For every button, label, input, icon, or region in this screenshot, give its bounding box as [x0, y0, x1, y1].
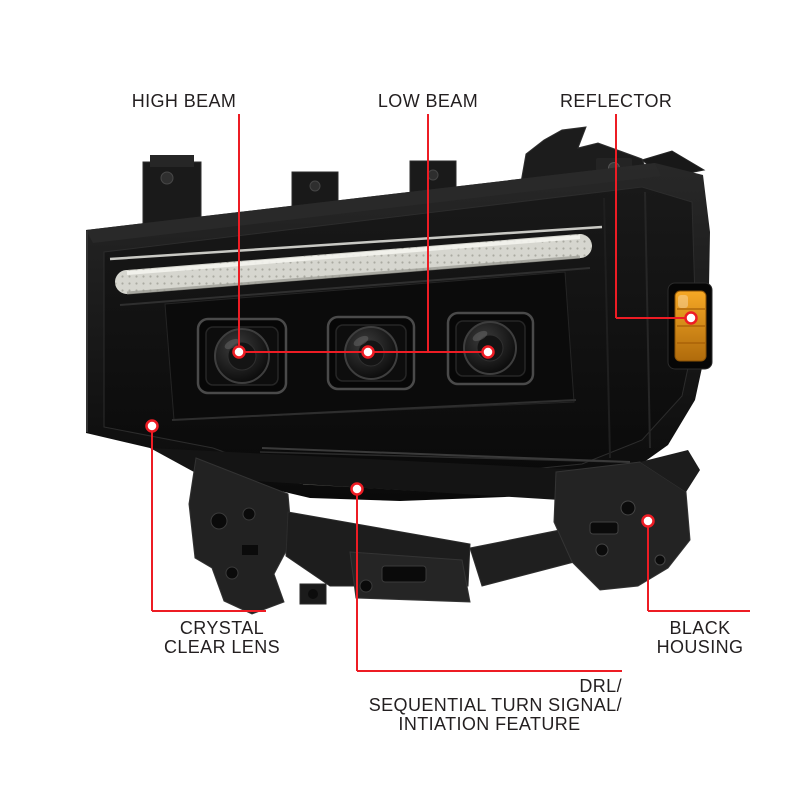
callout-text: REFLECTOR: [560, 91, 673, 111]
callout-text: CRYSTAL: [179, 618, 265, 638]
callout-text: HOUSING: [656, 637, 744, 657]
callout-label-high-beam: HIGH BEAM: [126, 92, 242, 111]
callout-text: DRL/: [579, 676, 622, 696]
callout-text: BLACK: [669, 618, 731, 638]
callout-target-dots: [145, 311, 698, 528]
callout-label-crystal-clear-lens: CRYSTAL CLEAR LENS: [162, 619, 282, 657]
callout-label-reflector: REFLECTOR: [560, 92, 672, 111]
callout-text: SEQUENTIAL TURN SIGNAL/: [368, 695, 622, 715]
housing-target-dot: [641, 514, 655, 528]
mounting-brackets: [150, 448, 700, 615]
callout-text: CLEAR LENS: [163, 637, 281, 657]
low-beam-target-dot-1: [361, 345, 375, 359]
drl-light-bar-top: [109, 225, 603, 306]
callout-leader-lines: [151, 114, 750, 672]
drl-target-dot: [350, 482, 364, 496]
callout-label-low-beam: LOW BEAM: [372, 92, 484, 111]
callout-text: HIGH BEAM: [131, 91, 237, 111]
low-beam-target-dot-2: [481, 345, 495, 359]
callout-label-drl-feature: DRL/ SEQUENTIAL TURN SIGNAL/ INTIATION F…: [357, 677, 622, 734]
high-beam-target-dot: [232, 345, 246, 359]
reflector-target-dot: [684, 311, 698, 325]
callout-text: LOW BEAM: [377, 91, 479, 111]
lens-target-dot: [145, 419, 159, 433]
callout-label-black-housing: BLACK HOUSING: [644, 619, 756, 657]
callout-text: INTIATION FEATURE: [398, 714, 581, 734]
amber-reflector: [667, 282, 713, 370]
